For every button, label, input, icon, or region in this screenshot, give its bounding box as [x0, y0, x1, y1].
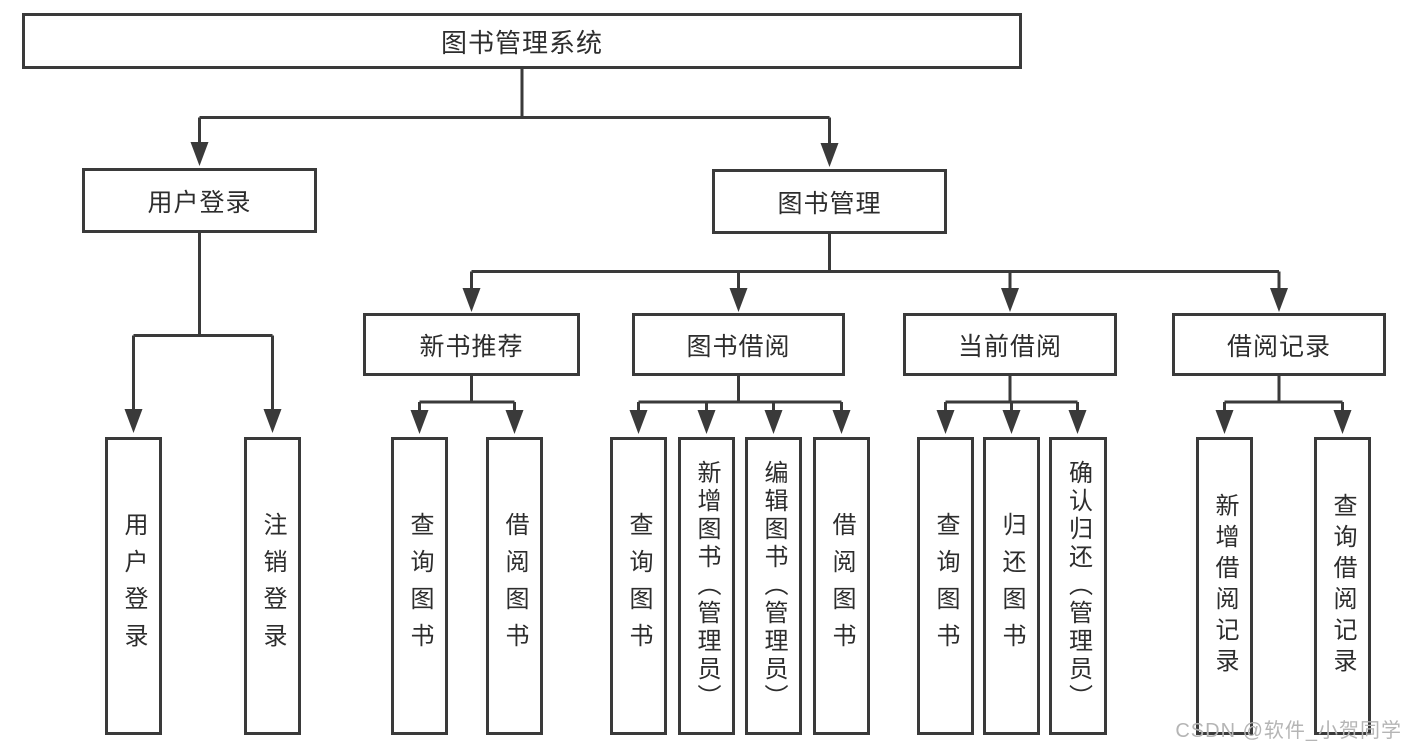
leaf-query-book-current: 查询图书	[917, 437, 974, 735]
arrow-down-icon	[1068, 410, 1087, 434]
leaf-query-book-newbook: 查询图书	[391, 437, 448, 735]
leaf-borrow-book-newbook: 借阅图书	[486, 437, 543, 735]
node-book-management: 图书管理	[712, 169, 947, 234]
arrow-down-icon	[1215, 410, 1234, 434]
leaf-query-book-borrow: 查询图书	[610, 437, 667, 735]
arrow-down-icon	[124, 409, 143, 433]
node-root: 图书管理系统	[22, 13, 1022, 69]
connector-record-to-leaves	[1215, 376, 1352, 434]
connector-current-to-leaves	[936, 376, 1087, 434]
leaf-add-borrow-record: 新增借阅记录	[1196, 437, 1253, 735]
arrow-down-icon	[1333, 410, 1352, 434]
connector-newbook-to-leaves	[410, 376, 524, 434]
arrow-down-icon	[263, 409, 282, 433]
arrow-down-icon	[629, 410, 648, 434]
node-new-book-recommend: 新书推荐	[363, 313, 580, 376]
node-borrow-record: 借阅记录	[1172, 313, 1386, 376]
connector-login-to-leaves	[124, 233, 282, 433]
arrow-down-icon	[1002, 410, 1021, 434]
csdn-watermark: CSDN @软件_小贺同学	[1175, 720, 1402, 742]
arrow-down-icon	[697, 410, 716, 434]
leaf-edit-book-admin: 编辑图书（管理员）	[745, 437, 802, 735]
leaf-logout: 注销登录	[244, 437, 301, 735]
arrow-down-icon	[410, 410, 429, 434]
arrow-down-icon	[462, 288, 481, 312]
leaf-return-book: 归还图书	[983, 437, 1040, 735]
connector-borrow-to-leaves	[629, 376, 851, 434]
arrow-down-icon	[764, 410, 783, 434]
node-book-borrow: 图书借阅	[632, 313, 845, 376]
arrow-down-icon	[505, 410, 524, 434]
arrow-down-icon	[832, 410, 851, 434]
connector-root-to-level2	[190, 69, 839, 167]
leaf-user-login: 用户登录	[105, 437, 162, 735]
node-current-borrow: 当前借阅	[903, 313, 1117, 376]
leaf-confirm-return-admin: 确认归还（管理员）	[1049, 437, 1107, 735]
arrow-down-icon	[1001, 288, 1019, 312]
node-user-login: 用户登录	[82, 168, 317, 233]
leaf-borrow-book-borrow: 借阅图书	[813, 437, 870, 735]
connector-mgmt-to-level3	[462, 234, 1288, 312]
leaf-add-book-admin: 新增图书（管理员）	[678, 437, 735, 735]
arrow-down-icon	[190, 142, 209, 166]
leaf-query-borrow-record: 查询借阅记录	[1314, 437, 1371, 735]
arrow-down-icon	[1270, 288, 1288, 312]
arrow-down-icon	[820, 143, 839, 167]
arrow-down-icon	[936, 410, 955, 434]
arrow-down-icon	[729, 288, 748, 312]
